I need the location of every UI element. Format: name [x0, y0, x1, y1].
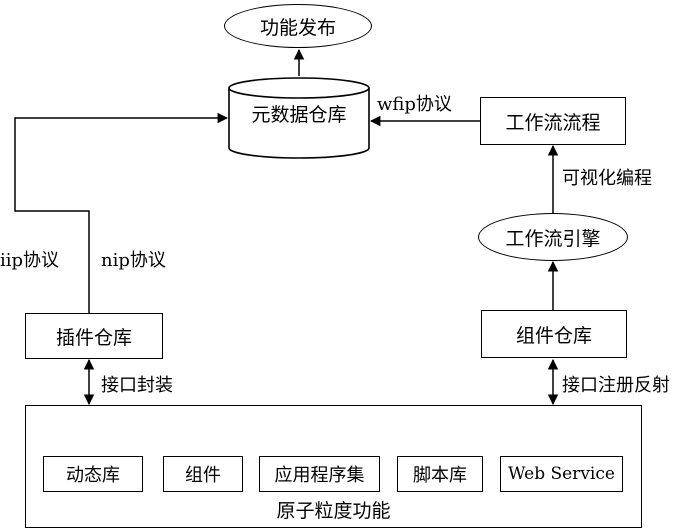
plugin-repo-box: 插件仓库 — [25, 313, 163, 359]
atomic-item-assembly: 应用程序集 — [259, 456, 380, 492]
workflow-engine-node: 工作流引擎 — [478, 213, 628, 261]
label-interface-wrap: 接口封装 — [101, 375, 173, 396]
publish-node: 功能发布 — [224, 4, 372, 48]
atomic-function-label: 原子粒度功能 — [276, 500, 391, 522]
label-nip: nip协议 — [101, 250, 166, 271]
metadata-repo-label: 元数据仓库 — [251, 104, 347, 126]
atomic-item-dynamic-lib: 动态库 — [43, 456, 143, 492]
atomic-item-component: 组件 — [163, 456, 243, 492]
arrow-plugin-to-metadata — [14, 112, 229, 313]
metadata-repo-cylinder — [228, 77, 370, 159]
workflow-process-box: 工作流流程 — [480, 97, 626, 145]
atomic-item-script-lib: 脚本库 — [397, 456, 483, 492]
label-wfip: wfip协议 — [377, 94, 452, 115]
label-interface-reflect: 接口注册反射 — [562, 375, 670, 396]
component-repo-box: 组件仓库 — [481, 310, 627, 358]
atomic-item-web-service: Web Service — [500, 456, 623, 492]
label-iip: iip协议 — [0, 250, 60, 271]
label-visual-programming: 可视化编程 — [562, 168, 652, 189]
